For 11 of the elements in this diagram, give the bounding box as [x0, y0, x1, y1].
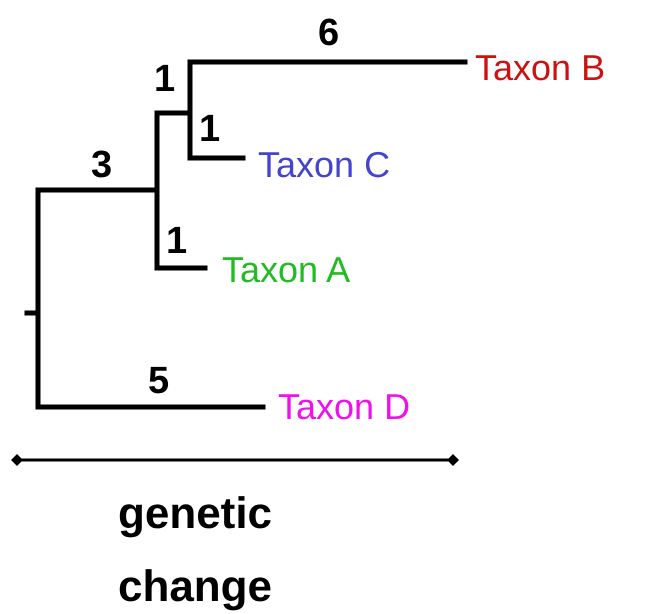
axis-label: genetic change: [116, 488, 274, 613]
taxon-label: Taxon B: [475, 50, 606, 86]
branch-length: 1: [154, 60, 176, 98]
branch-length: 1: [166, 222, 188, 260]
branch-length: 3: [91, 146, 112, 184]
taxon-label: Taxon A: [222, 252, 350, 288]
branch-length: 1: [199, 110, 220, 148]
branch-length: 5: [148, 362, 170, 400]
taxon-label: Taxon C: [258, 147, 390, 183]
taxon-label: Taxon D: [278, 389, 410, 425]
branch-length: 6: [318, 14, 340, 52]
